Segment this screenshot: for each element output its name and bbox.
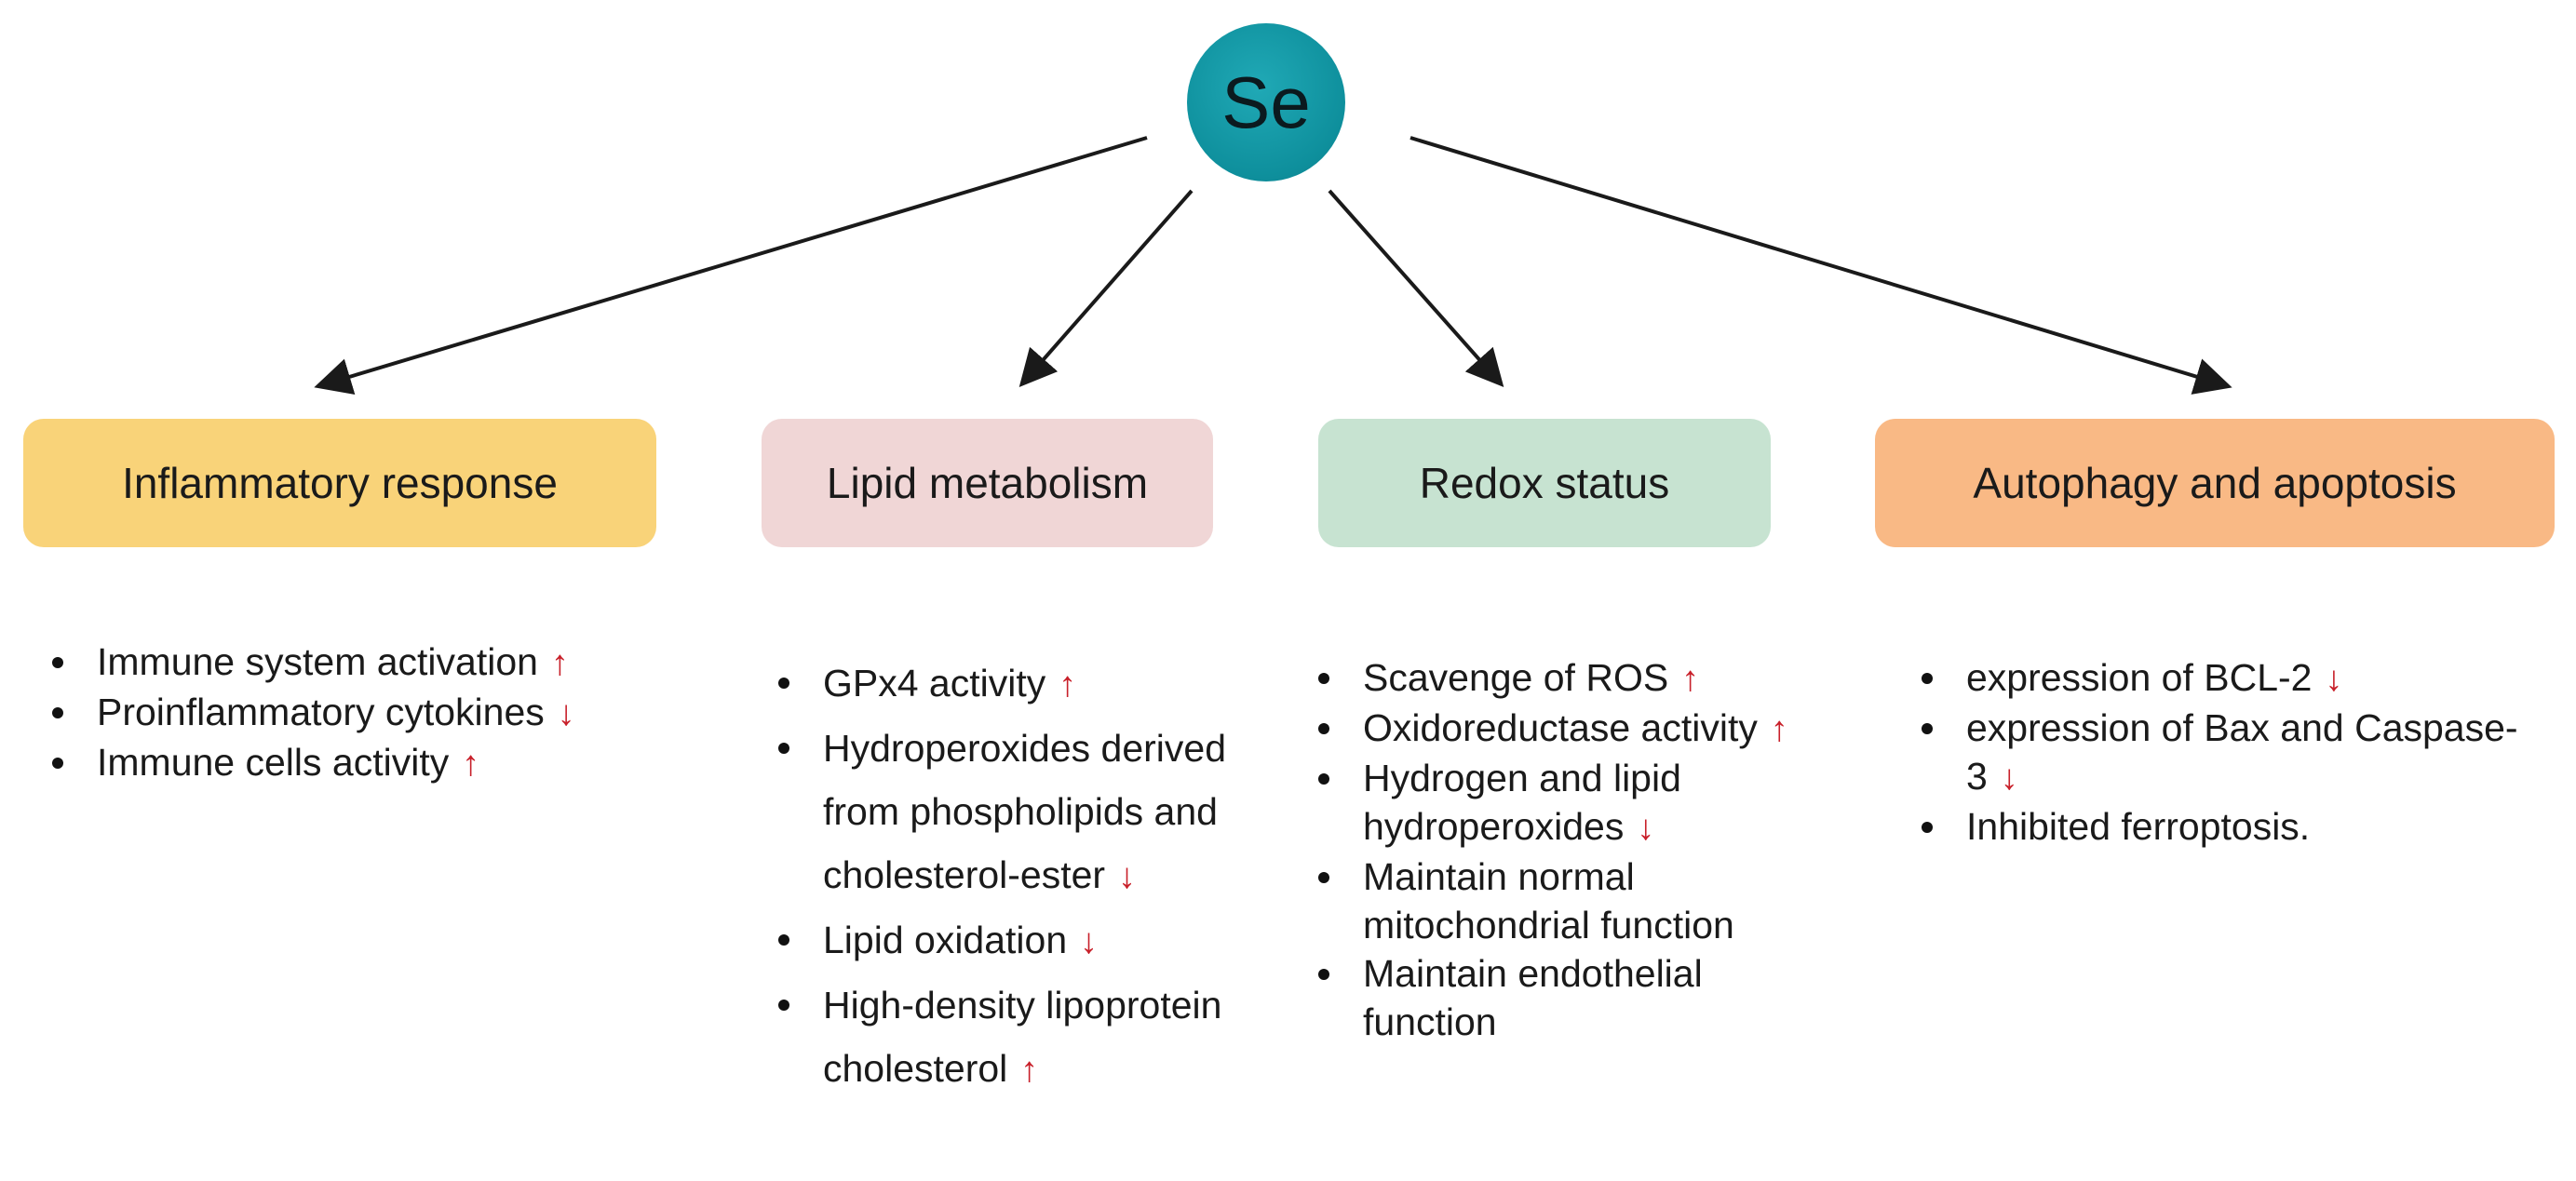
autophagy-apoptosis-box: Autophagy and apoptosis [1875, 419, 2555, 547]
increase-arrow-icon: ↑ [1770, 710, 1788, 749]
redox-item-text: Scavenge of ROS [1363, 656, 1669, 699]
lipid-item-text: Lipid oxidation [823, 919, 1068, 961]
arrow-to-redox [1328, 189, 1504, 387]
arrow-to-lipid [1018, 189, 1194, 388]
decrease-arrow-icon: ↓ [2325, 660, 2343, 699]
inflammatory-item-text: Proinflammatory cytokines [97, 691, 545, 733]
autophagy-list-item: Inhibited ferroptosis. [1916, 802, 2549, 851]
inflammatory-response-label: Inflammatory response [122, 459, 558, 507]
lipid-effects-list: GPx4 activity ↑ Hydroperoxides derived fro… [773, 651, 1313, 1102]
inflammatory-response-box: Inflammatory response [23, 419, 656, 547]
lipid-item-text: High-density lipoprotein cholesterol [823, 984, 1222, 1090]
lipid-item-text: GPx4 activity [823, 662, 1046, 705]
redox-item-text: Oxidoreductase activity [1363, 706, 1758, 749]
inflammatory-list-item: Immune cells activity ↑ [47, 738, 698, 788]
selenium-node: Se [1187, 23, 1345, 181]
selenium-label: Se [1221, 60, 1311, 143]
decrease-arrow-icon: ↓ [1637, 809, 1655, 848]
redox-effects-list: Scavenge of ROS ↑ Oxidoreductase activity ↑… [1313, 653, 1797, 1046]
redox-list-item: Oxidoreductase activity ↑ [1313, 704, 1797, 754]
autophagy-list-item: expression of Bax and Caspase-3↓ [1916, 704, 2549, 802]
increase-arrow-icon: ↑ [1059, 665, 1077, 705]
redox-item-text: Maintain endothelial function [1363, 952, 1703, 1043]
lipid-metabolism-label: Lipid metabolism [826, 459, 1149, 507]
decrease-arrow-icon: ↓ [557, 694, 575, 733]
autophagy-list-item: expression of BCL-2 ↓ [1916, 653, 2549, 704]
inflammatory-list-item: Immune system activation ↑ [47, 637, 698, 688]
autophagy-item-text: expression of BCL-2 [1966, 656, 2313, 699]
increase-arrow-icon: ↑ [1681, 660, 1700, 699]
redox-status-box: Redox status [1318, 419, 1771, 547]
inflammatory-item-text: Immune cells activity [97, 741, 450, 784]
decrease-arrow-icon: ↓ [1118, 857, 1137, 896]
inflammatory-list-item: Proinflammatory cytokines ↓ [47, 688, 698, 738]
decrease-arrow-icon: ↓ [1080, 922, 1099, 961]
lipid-list-item: High-density lipoprotein cholesterol↑ [773, 973, 1313, 1102]
lipid-item-text: Hydroperoxides derived from phospholipid… [823, 727, 1227, 896]
inflammatory-effects-list: Immune system activation↑Proinflammatory… [47, 637, 698, 788]
increase-arrow-icon: ↑ [550, 644, 569, 683]
autophagy-effects-list: expression of BCL-2↓expression of Bax an… [1916, 653, 2549, 851]
redox-item-text: Hydrogen and lipid hydroperoxides [1363, 757, 1681, 848]
redox-item-text: Maintain normal mitochondrial function [1363, 855, 1734, 946]
increase-arrow-icon: ↑ [462, 745, 480, 784]
autophagy-apoptosis-label: Autophagy and apoptosis [1973, 459, 2457, 507]
arrow-to-inflammatory [314, 136, 1148, 395]
redox-status-label: Redox status [1419, 459, 1670, 507]
lipid-list-item: Hydroperoxides derived from phospholipid… [773, 717, 1313, 908]
redox-list-item: Scavenge of ROS ↑ [1313, 653, 1797, 704]
redox-list-item: Hydrogen and lipid hydroperoxides↓ [1313, 754, 1797, 852]
autophagy-item-text: Inhibited ferroptosis. [1966, 805, 2311, 848]
decrease-arrow-icon: ↓ [2000, 758, 2018, 798]
autophagy-item-text: expression of Bax and Caspase-3 [1966, 706, 2518, 798]
lipid-list-item: Lipid oxidation ↓ [773, 908, 1313, 973]
redox-list-item: Maintain normal mitochondrial function [1313, 852, 1797, 949]
inflammatory-item-text: Immune system activation [97, 640, 538, 683]
redox-list-item: Maintain endothelial function [1313, 949, 1797, 1046]
lipid-metabolism-box: Lipid metabolism [762, 419, 1213, 547]
increase-arrow-icon: ↑ [1020, 1051, 1039, 1090]
arrow-to-autophagy [1409, 136, 2232, 395]
lipid-list-item: GPx4 activity ↑ [773, 651, 1313, 717]
